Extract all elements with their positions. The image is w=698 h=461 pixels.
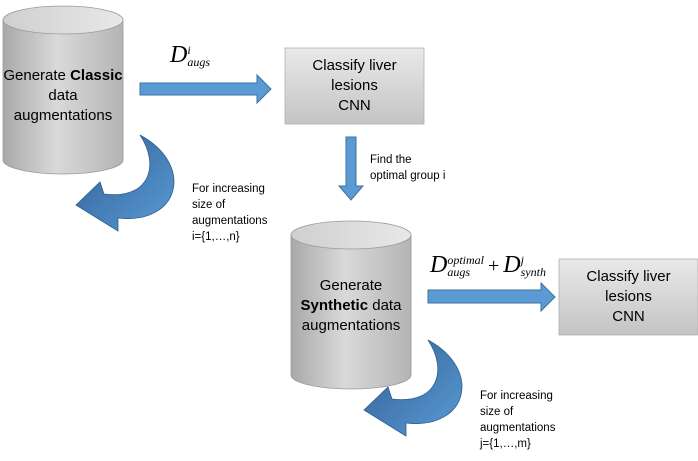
arrow-classic-to-classify <box>139 73 272 105</box>
arrow-classify-to-synthetic <box>337 136 365 201</box>
loop-synthetic-line4: j={1,…,m} <box>480 438 531 450</box>
loop-classic-line1: For increasing <box>192 183 265 195</box>
classify-box-1 <box>284 47 425 125</box>
find-optimal-line1: Find the <box>370 154 412 166</box>
loop-synthetic-line2: size of <box>480 406 514 418</box>
loop-synthetic-line1: For increasing <box>480 390 553 402</box>
loop-classic-line3: augmentations <box>192 215 268 227</box>
loop-synthetic-label: For increasing size of augmentations j={… <box>480 388 555 452</box>
math2-sub1: augs <box>447 265 471 280</box>
loop-classic-label: For increasing size of augmentations i={… <box>192 181 267 245</box>
classic-generation-label: Generate Classic data augmentations <box>3 66 123 126</box>
math2-sup1: optimal <box>447 253 485 268</box>
classic-line1-prefix: Generate <box>3 67 71 84</box>
classify-box-2 <box>558 258 698 336</box>
classify-1-line3: CNN <box>338 97 371 114</box>
math2-plus: + <box>488 255 500 277</box>
loop-arrow-synthetic <box>363 339 463 437</box>
math2-sup2: j <box>520 253 524 268</box>
find-optimal-label: Find the optimal group i <box>370 152 445 184</box>
arrow-synthetic-to-classify <box>427 281 556 313</box>
classic-line3: augmentations <box>13 107 113 124</box>
synthetic-line1: Generate <box>319 277 383 294</box>
math2-base1: D <box>430 252 448 278</box>
math1-sub: augs <box>187 55 211 70</box>
synthetic-generation-label: Generate Synthetic data augmentations <box>291 276 411 336</box>
math2-sub2: synth <box>520 265 546 280</box>
classic-line1-bold: Classic <box>70 67 123 84</box>
classic-line2: data <box>48 87 78 104</box>
classify-2-line2: lesions <box>605 288 652 305</box>
loop-classic-line4: i={1,…,n} <box>192 231 240 243</box>
loop-arrow-classic <box>75 134 175 232</box>
math1-sup: i <box>187 43 191 58</box>
loop-synthetic-line3: augmentations <box>480 422 556 434</box>
classify-1-line1: Classify liver <box>312 57 397 74</box>
synthetic-line3: augmentations <box>301 317 401 334</box>
classify-2-line3: CNN <box>612 308 645 325</box>
classify-2-line1: Classify liver <box>586 268 671 285</box>
classify-1-label: Classify liver lesions CNN <box>285 56 424 116</box>
synthetic-augmentation-cylinder <box>290 220 412 390</box>
math1-base: D <box>170 42 188 68</box>
synthetic-line2-bold: Synthetic <box>300 297 369 314</box>
synthetic-line2-suffix: data <box>368 297 402 314</box>
classify-1-line2: lesions <box>331 77 378 94</box>
find-optimal-line2: optimal group i <box>370 170 446 182</box>
classic-augmentation-cylinder <box>2 5 124 175</box>
math2-base2: D <box>503 252 521 278</box>
classify-2-label: Classify liver lesions CNN <box>559 267 698 327</box>
loop-classic-line2: size of <box>192 199 226 211</box>
